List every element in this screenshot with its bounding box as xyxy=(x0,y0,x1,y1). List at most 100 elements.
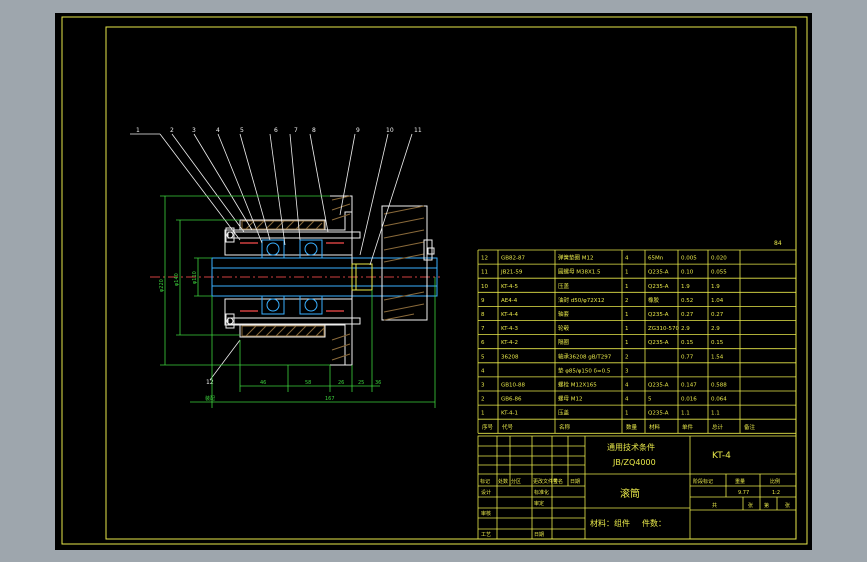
bom-cell-qty: 4 xyxy=(625,382,629,388)
bom-cell-name: 隔圈 xyxy=(558,338,570,346)
bom-cell-qty: 1 xyxy=(625,340,629,346)
bearing-left-upper xyxy=(261,239,285,259)
outer-frame xyxy=(61,16,808,545)
dim-w3: 26 xyxy=(338,380,344,386)
balloon-4: 4 xyxy=(216,127,220,134)
bom-cell-total: 0.064 xyxy=(711,397,727,403)
bom-cell-total: 1.9 xyxy=(711,284,720,290)
dim-mid: φ140 xyxy=(174,273,180,286)
stage-scale: 比例 xyxy=(770,478,780,485)
bom-cell-unit: 0.77 xyxy=(681,354,694,360)
bom-cell-code: KT-4-5 xyxy=(501,284,519,290)
bom-cell-unit: 0.147 xyxy=(681,382,697,388)
bom-cell-qty: 1 xyxy=(625,270,629,276)
role-review: 审核 xyxy=(481,510,491,517)
bom-cell-no: 12 xyxy=(481,256,488,262)
bom-cell-mat: Q235-A xyxy=(648,340,669,346)
balloon-6: 6 xyxy=(274,127,278,134)
rev-mark: 标记 xyxy=(480,478,490,485)
bom-cell-total: 0.020 xyxy=(711,256,727,262)
role-design: 设计 xyxy=(481,489,491,496)
role-date: 日期 xyxy=(534,532,544,538)
bearing-right-lower xyxy=(299,295,323,315)
support-plate xyxy=(381,205,428,321)
bom-cell-no: 2 xyxy=(481,397,485,403)
sheet-total: 共 xyxy=(712,502,717,509)
bom-cell-total: 0.15 xyxy=(711,340,724,346)
bom-cell-name: 垫 φ85/φ150 δ=0.5 xyxy=(558,366,611,374)
bom-header-cell: 备注 xyxy=(744,423,756,431)
bom-cell-name: 压盖 xyxy=(558,409,570,417)
drawing-sheet xyxy=(55,13,812,550)
bom-cell-mat: Q235-A xyxy=(648,411,669,417)
balloon-5: 5 xyxy=(240,127,244,134)
bom-cell-qty: 3 xyxy=(625,368,629,374)
bom-cell-mat: Q235-A xyxy=(648,312,669,318)
bom-cell-code: GB82-87 xyxy=(501,256,526,262)
bom-header-cell: 材料 xyxy=(649,423,661,431)
balloon-7: 7 xyxy=(294,127,298,134)
hub-lower xyxy=(224,298,353,366)
dim-w5: 36 xyxy=(375,380,381,386)
role-approve: 审定 xyxy=(534,500,544,507)
bom-cell-qty: 1 xyxy=(625,284,629,290)
dimension-lines xyxy=(160,195,436,408)
balloon-9: 9 xyxy=(356,127,360,134)
bearing-right-upper xyxy=(299,239,323,259)
bom-cell-unit: 1.1 xyxy=(681,411,690,417)
sheet-unit1: 张 xyxy=(748,502,753,509)
bom-cell-total: 1.1 xyxy=(711,411,720,417)
bom-cell-qty: 1 xyxy=(625,411,629,417)
dim-inner: φ110 xyxy=(192,271,198,284)
balloon-10: 10 xyxy=(386,127,394,134)
dim-w1: 46 xyxy=(260,380,266,386)
bom-cell-code: JB21-59 xyxy=(500,270,523,276)
round-nut xyxy=(351,263,373,291)
bom-cell-no: 7 xyxy=(481,326,485,332)
bom-cell-no: 3 xyxy=(481,382,485,388)
bom-cell-unit: 1.9 xyxy=(681,284,690,290)
bom-cell-mat: Q235-A xyxy=(648,382,669,388)
bom-cell-no: 11 xyxy=(481,270,488,276)
dimension-texts: φ220 φ140 φ110 46 58 26 25 36 167 装配 xyxy=(159,271,381,402)
bom-cell-unit: 0.016 xyxy=(681,397,697,403)
bom-cell-code: KT-4-4 xyxy=(501,312,519,318)
role-process: 工艺 xyxy=(481,532,491,538)
dim-outer: φ220 xyxy=(159,279,165,292)
sheet-unit2: 张 xyxy=(785,502,790,509)
bom-cell-unit: 0.27 xyxy=(681,312,694,318)
bom-cell-name: 压盖 xyxy=(558,282,570,290)
bom-cell-code: AE4-4 xyxy=(501,298,518,304)
rev-zone: 分区 xyxy=(511,478,521,485)
balloon-1: 1 xyxy=(136,127,140,134)
bom-cell-no: 6 xyxy=(481,340,485,346)
rev-count: 处数 xyxy=(498,478,508,485)
balloon-numbers: 1 2 3 4 5 6 7 8 9 10 11 12 xyxy=(136,127,422,386)
material-label: 材料：组件 xyxy=(590,518,630,528)
bom-cell-total: 1.04 xyxy=(711,298,724,304)
count-label: 件数： xyxy=(642,518,666,528)
bom-cell-qty: 2 xyxy=(625,354,629,360)
balloon-2: 2 xyxy=(170,127,174,134)
bom-cell-name: 轮毂 xyxy=(558,324,570,332)
bom-header-cell: 单件 xyxy=(682,423,694,431)
shaft xyxy=(211,257,438,297)
weight-value: 9.77 xyxy=(738,490,749,496)
bom-cell-unit: 0.52 xyxy=(681,298,693,304)
bom-cell-name: 轴承36208 gB/T297 xyxy=(558,352,612,360)
bom-cell-no: 4 xyxy=(481,368,485,374)
stage-weight: 重量 xyxy=(735,478,745,485)
bom-cell-code: KT-4-1 xyxy=(501,411,518,417)
bom-cell-no: 8 xyxy=(481,312,485,318)
balloon-8: 8 xyxy=(312,127,316,134)
bom-cell-code: KT-4-2 xyxy=(501,340,518,346)
bom-cell-mat: Q235-A xyxy=(648,270,669,276)
bom-cell-unit: 0.10 xyxy=(681,270,694,276)
corner-mark: 84 xyxy=(774,240,782,247)
bom-cell-code: GB10-88 xyxy=(501,382,526,388)
bom-cell-qty: 1 xyxy=(625,326,629,332)
stage-mark: 阶段标记 xyxy=(693,478,713,485)
rev-sign: 签名 xyxy=(553,478,563,485)
bom-cell-mat: Q235-A xyxy=(648,284,669,290)
